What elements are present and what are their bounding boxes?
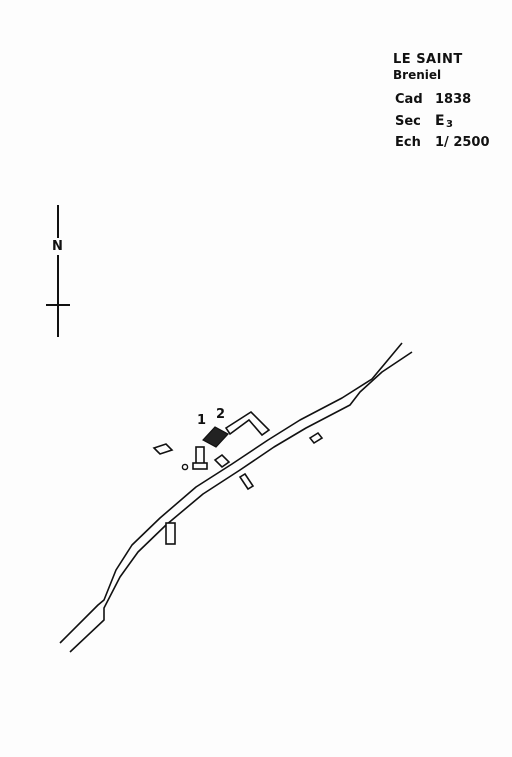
cartouche-place: LE SAINT <box>393 52 463 67</box>
building-south <box>238 472 255 491</box>
cartouche-locality: Breniel <box>393 68 442 82</box>
building-west <box>152 443 174 455</box>
cartouche-ech-label: Ech <box>395 135 421 150</box>
buildings <box>152 410 324 545</box>
building-east <box>308 431 324 445</box>
north-letter: N <box>52 239 63 254</box>
building-southwest <box>165 522 176 545</box>
north-arrow <box>46 205 70 337</box>
cartouche-cad-value: 1838 <box>435 92 472 107</box>
well-marker <box>181 463 189 471</box>
road <box>59 342 413 653</box>
building-l-shaped <box>224 410 271 437</box>
cartouche-ech-value: 1/ 2500 <box>435 135 490 150</box>
parcel-number-1: 1 <box>197 413 207 428</box>
cartouche-sec-number: 3 <box>446 119 453 130</box>
cartouche-sec-letter: E <box>435 113 445 129</box>
building-small-base <box>192 462 208 470</box>
hatched-parcel <box>202 426 229 448</box>
building-roadside <box>213 453 231 469</box>
cartouche-cad-label: Cad <box>395 92 423 107</box>
cartouche-sec-label: Sec <box>395 114 421 129</box>
parcel-number-2: 2 <box>216 407 226 422</box>
